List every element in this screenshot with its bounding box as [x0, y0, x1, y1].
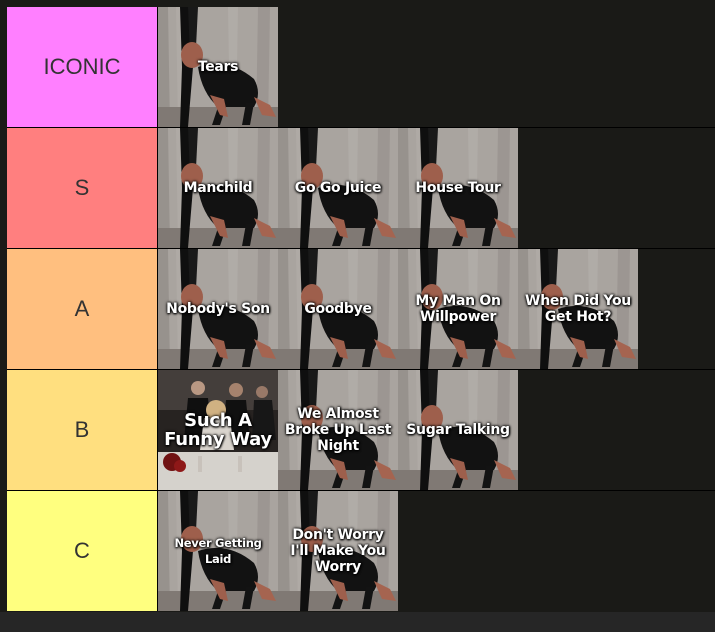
album-art-image [158, 491, 278, 611]
tier-item-card[interactable]: Never Getting Laid [158, 491, 278, 611]
tier-items-area[interactable]: Such A Funny Way We Almost Broke Up Last… [158, 370, 715, 490]
tier-item-caption: Don't Worry I'll Make You Worry [290, 527, 386, 575]
tier-row: B Such A Funny Way We Almost Brok [7, 370, 715, 491]
tier-item-card[interactable]: Sugar Talking [398, 370, 518, 490]
album-art-image [398, 128, 518, 248]
tier-label[interactable]: B [7, 370, 158, 490]
tier-item-card[interactable]: Manchild [158, 128, 278, 248]
tier-item-caption: Such A Funny Way [164, 410, 272, 450]
album-art-image [158, 7, 278, 127]
tier-items-area[interactable]: Never Getting Laid Don't Worry I'll Make… [158, 491, 715, 611]
tier-item-card[interactable]: My Man On Willpower [398, 249, 518, 369]
tier-item-card[interactable]: Don't Worry I'll Make You Worry [278, 491, 398, 611]
tier-item-caption: My Man On Willpower [415, 293, 501, 325]
tier-label[interactable]: C [7, 491, 158, 611]
tier-item-card[interactable]: When Did You Get Hot? [518, 249, 638, 369]
tier-item-card[interactable]: We Almost Broke Up Last Night [278, 370, 398, 490]
album-art-image [278, 491, 398, 611]
tier-row: ICONIC Tears [7, 7, 715, 128]
tier-item-caption: House Tour [415, 180, 501, 196]
album-art-image [398, 370, 518, 490]
album-art-image [158, 249, 278, 369]
tier-item-caption: Manchild [183, 180, 253, 196]
tier-items-area[interactable]: Manchild Go Go Juice House Tour [158, 128, 715, 248]
tier-item-caption: Go Go Juice [294, 180, 382, 196]
tier-label[interactable]: S [7, 128, 158, 248]
tier-item-caption: Nobody's Son [166, 301, 270, 317]
album-art-image [278, 249, 398, 369]
album-art-image [278, 128, 398, 248]
tier-item-caption: Never Getting Laid [174, 536, 262, 566]
tier-item-card[interactable]: Goodbye [278, 249, 398, 369]
tier-item-caption: Tears [197, 59, 239, 75]
tier-item-card[interactable]: Go Go Juice [278, 128, 398, 248]
bottom-bar [0, 612, 715, 632]
tier-row: A Nobody's Son Goodbye [7, 249, 715, 370]
album-art-image [398, 249, 518, 369]
album-art-image [158, 370, 278, 490]
tier-items-area[interactable]: Nobody's Son Goodbye My Man On Willpow [158, 249, 715, 369]
tier-item-card[interactable]: House Tour [398, 128, 518, 248]
tier-row: C Never Getting Laid Don't Worry I'll [7, 491, 715, 611]
tier-item-caption: Sugar Talking [406, 422, 510, 438]
tier-item-card[interactable]: Nobody's Son [158, 249, 278, 369]
album-art-image [278, 370, 398, 490]
tier-label[interactable]: ICONIC [7, 7, 158, 127]
album-art-image [518, 249, 638, 369]
tier-label[interactable]: A [7, 249, 158, 369]
tier-item-card[interactable]: Tears [158, 7, 278, 127]
tier-items-area[interactable]: Tears [158, 7, 715, 127]
tier-item-caption: We Almost Broke Up Last Night [284, 406, 392, 454]
tier-item-card[interactable]: Such A Funny Way [158, 370, 278, 490]
tier-item-caption: When Did You Get Hot? [525, 293, 631, 325]
album-art-image [158, 128, 278, 248]
tier-row: S Manchild Go Go Juice [7, 128, 715, 249]
tier-item-caption: Goodbye [304, 301, 372, 317]
